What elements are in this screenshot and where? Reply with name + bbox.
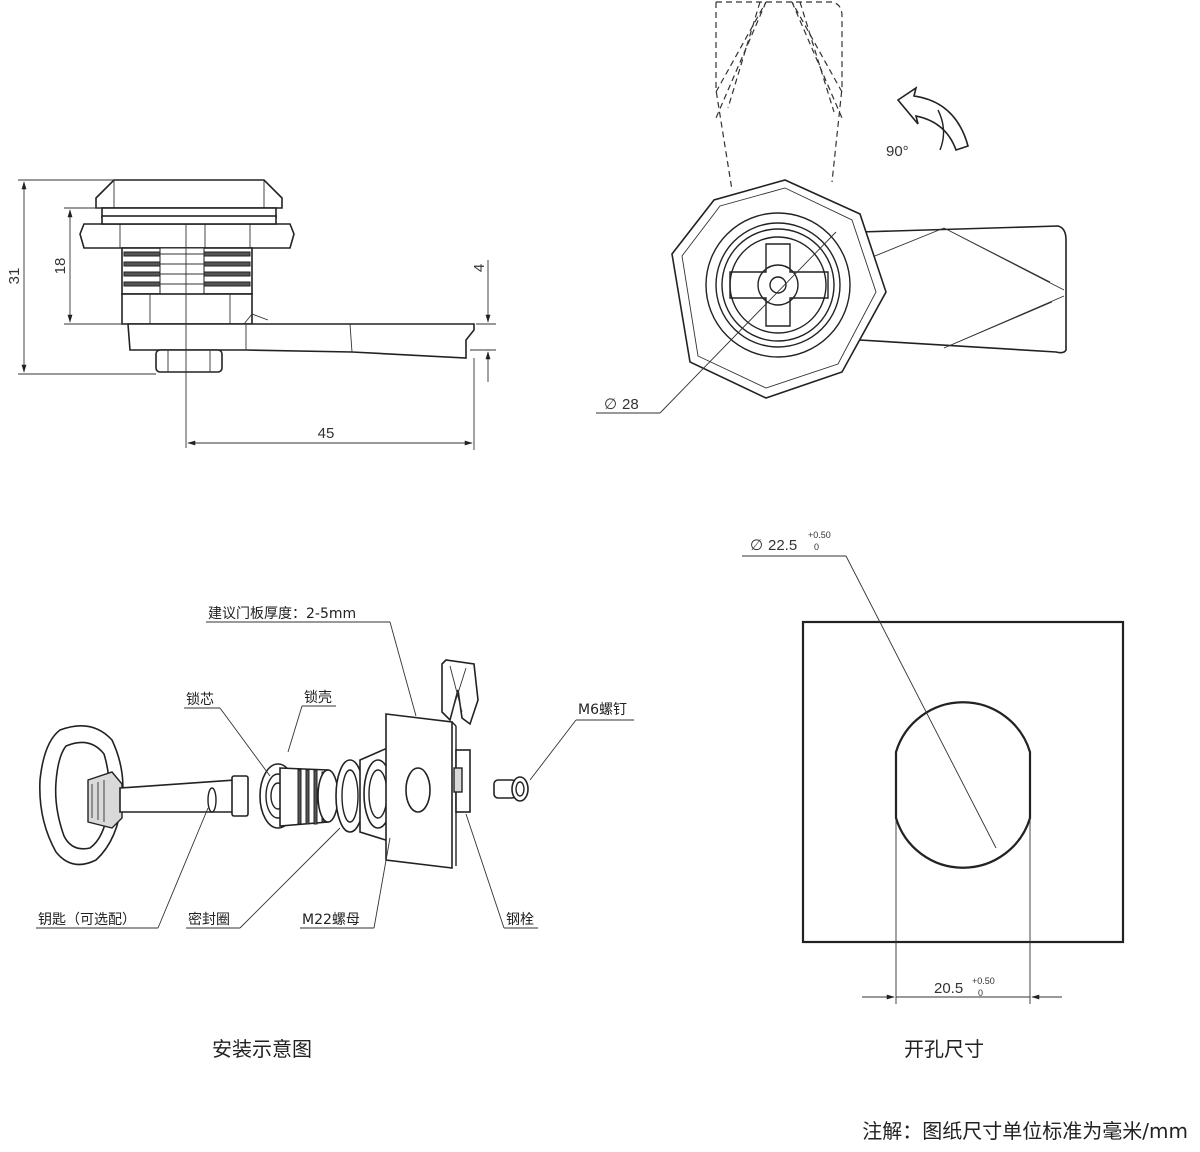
shell-label: 锁壳: [304, 689, 332, 706]
cutout-hole: [894, 701, 1032, 869]
cutout-diameter-tol-upper: +0.50: [808, 530, 831, 540]
key: [39, 724, 249, 866]
seal-label: 密封圈: [188, 911, 230, 928]
rotation-label: 90°: [886, 143, 909, 160]
diameter-label-front: 28: [622, 396, 639, 413]
front-view: 90° ∅ 28: [596, 1, 1067, 414]
bottom-stub: [155, 349, 223, 373]
cutout-diameter-tol-lower: 0: [814, 542, 819, 552]
assembly-caption: 安装示意图: [212, 1037, 312, 1061]
hex-nut-side: [79, 223, 295, 249]
cutout-diameter-symbol: ∅: [750, 537, 763, 554]
screw-label: M6螺钉: [578, 702, 627, 718]
cam-rotated-dashed: [715, 1, 843, 191]
cam-arm-front: [859, 225, 1067, 354]
cutout-diameter-value: 22.5: [768, 537, 797, 554]
door-panel: [385, 713, 457, 869]
cutout-width-tol-lower: 0: [978, 988, 983, 998]
key-slot: [729, 243, 829, 327]
dim-total-height: 31: [6, 268, 23, 285]
units-note: 注解：图纸尺寸单位标准为毫米/mm: [862, 1119, 1188, 1143]
nut-label: M22螺母: [302, 912, 360, 928]
cutout-caption: 开孔尺寸: [904, 1037, 984, 1061]
cutout-width-value: 20.5: [934, 980, 963, 997]
cutout-plate: [801, 620, 1125, 944]
dim-body-height: 18: [52, 258, 69, 275]
cam-lever: [441, 659, 479, 813]
key-label: 钥匙（可选配）: [38, 912, 136, 928]
assembly-view: 建议门板厚度：2-5mm 锁芯 锁壳 M6螺钉 钥匙（可选配） 密封圈 M22螺…: [36, 606, 634, 1061]
m6-screw: [493, 776, 529, 802]
lock-head-cap: [95, 179, 283, 209]
thread-body: [121, 247, 253, 295]
rotation-arrow: [896, 86, 969, 152]
panel-thickness-label: 建议门板厚度：2-5mm: [208, 606, 356, 622]
hex-nut-front: [671, 179, 887, 399]
side-view: 31 18 4 45: [6, 179, 496, 450]
core-label: 锁芯: [186, 692, 214, 708]
dim-length: 45: [318, 425, 335, 442]
cutout-width-tol-upper: +0.50: [972, 976, 995, 986]
dim-cam-thickness: 4: [471, 264, 488, 272]
cutout-view: ∅ 22.5 +0.50 0 20.5 +0.50 0 开孔尺寸: [742, 530, 1125, 1061]
diameter-symbol-front: ∅: [604, 396, 617, 413]
lock-shell: [259, 763, 339, 829]
pin-label: 钢栓: [506, 912, 534, 928]
